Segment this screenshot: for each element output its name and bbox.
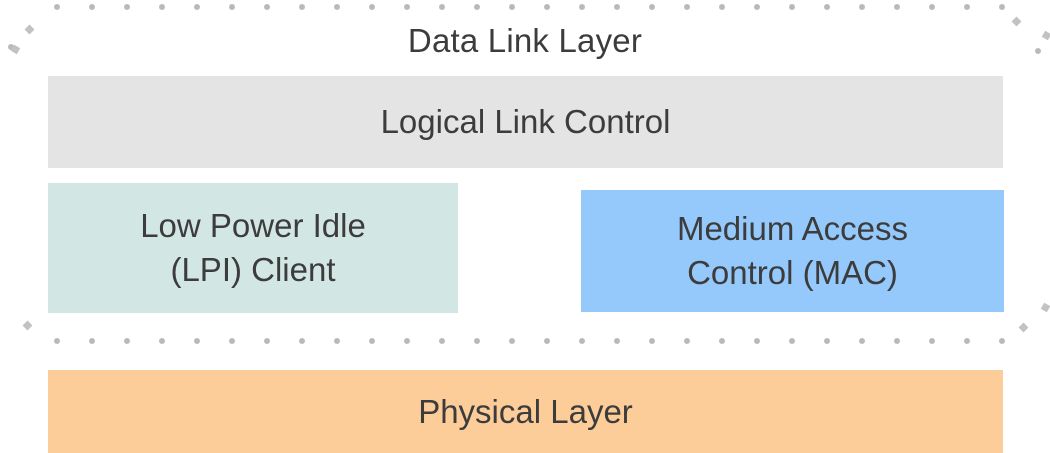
medium-access-control-label: Medium Access Control (MAC) bbox=[676, 210, 909, 291]
physical-layer-label: Physical Layer bbox=[418, 392, 633, 430]
boundary-edge-left bbox=[8, 44, 15, 314]
low-power-idle-client-box: Low Power Idle (LPI) Client bbox=[48, 183, 458, 313]
physical-layer-box: Physical Layer bbox=[48, 370, 1003, 453]
boundary-edge-right bbox=[1035, 48, 1042, 310]
boundary-edge-top bbox=[54, 4, 1022, 11]
data-link-layer-title: Data Link Layer bbox=[407, 22, 643, 59]
boundary-corner-dot-bottom-right bbox=[1018, 322, 1029, 333]
low-power-idle-client-label: Low Power Idle (LPI) Client bbox=[140, 207, 366, 288]
boundary-corner-dot-bottom-left bbox=[22, 320, 33, 331]
logical-link-control-box: Logical Link Control bbox=[48, 76, 1003, 168]
boundary-corner-dot-bottom-right-alt bbox=[1040, 302, 1050, 313]
boundary-edge-bottom bbox=[54, 338, 1016, 345]
logical-link-control-label: Logical Link Control bbox=[380, 103, 671, 141]
medium-access-control-box: Medium Access Control (MAC) bbox=[581, 190, 1004, 312]
